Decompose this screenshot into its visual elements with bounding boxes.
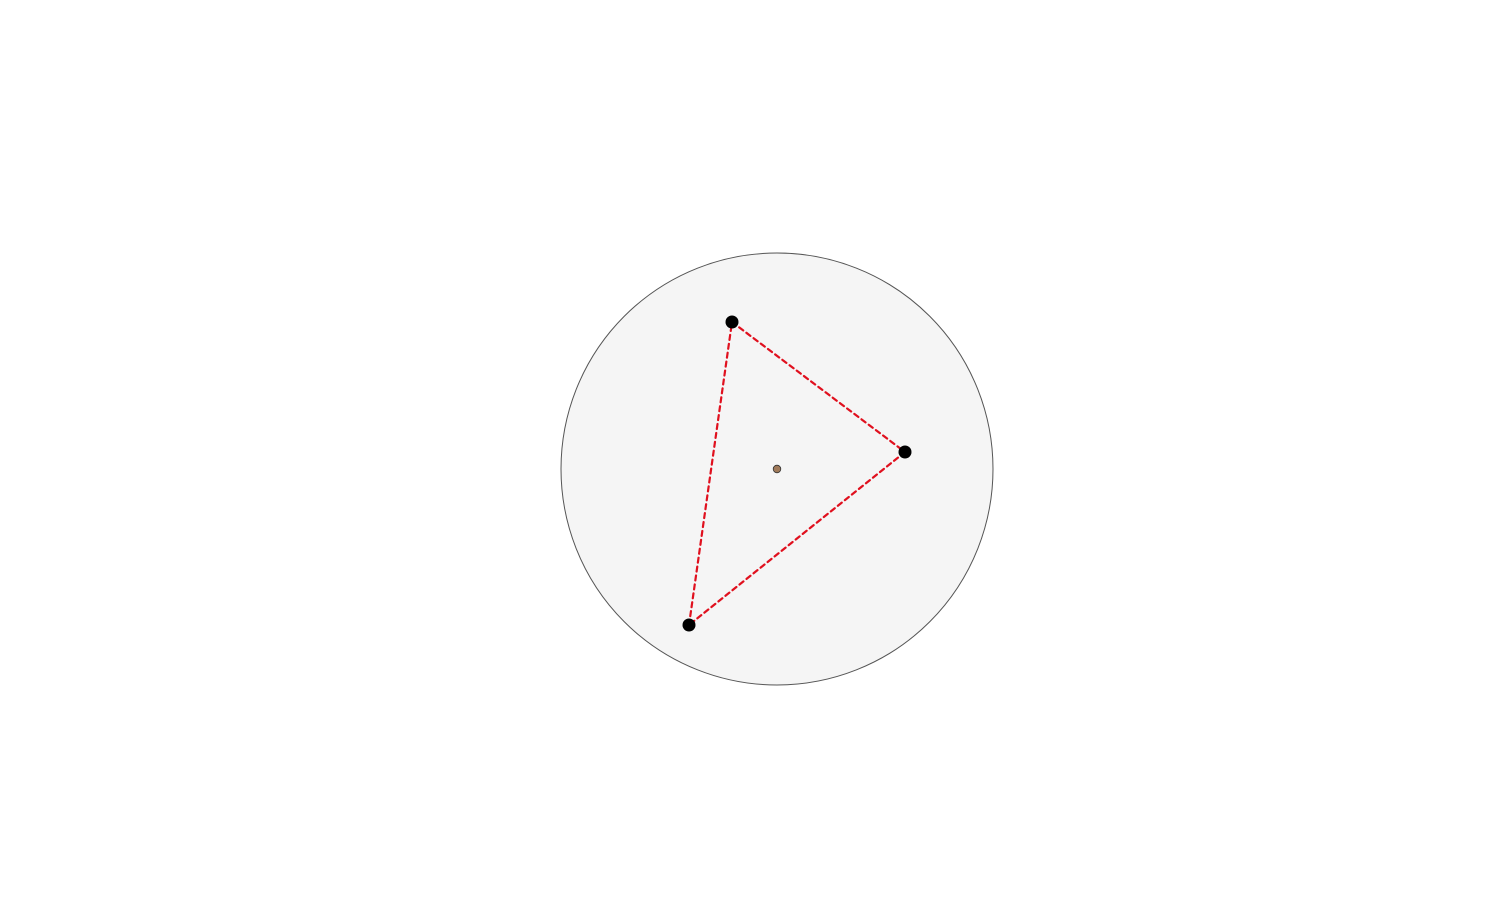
triangle-edge-bottom-top: [687, 320, 734, 627]
triangle-edge-top-right: [730, 320, 907, 454]
vertex-bottom[interactable]: [682, 618, 696, 632]
vertex-right[interactable]: [898, 445, 912, 459]
triangle-edges: [687, 320, 907, 627]
triangle-edge-right-bottom: [687, 450, 907, 627]
vertex-top[interactable]: [725, 315, 739, 329]
center-dot: [772, 464, 782, 474]
triangle-vertices: [682, 315, 912, 632]
